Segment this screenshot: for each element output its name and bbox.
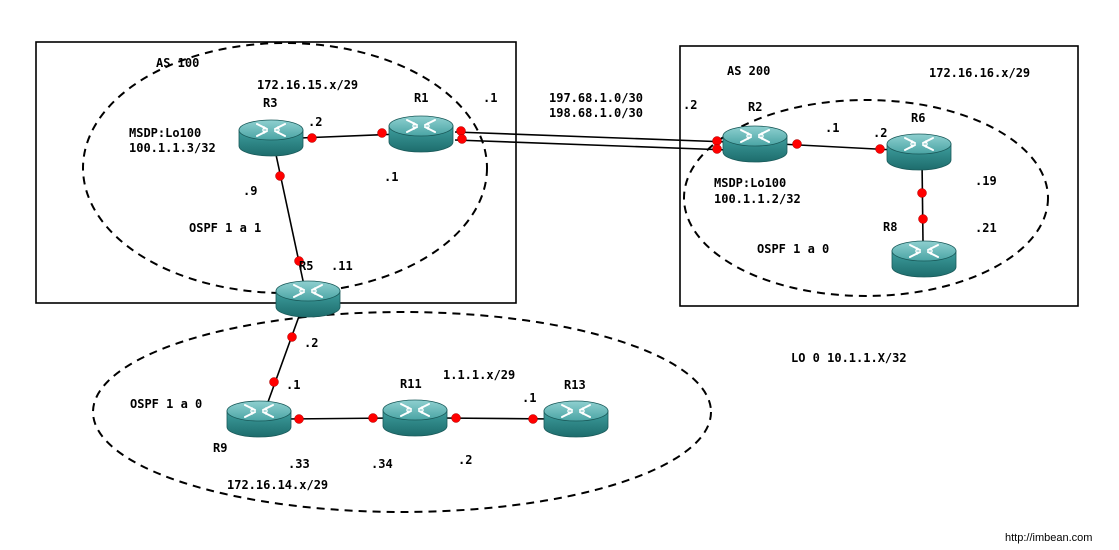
as200-ospf-area <box>683 99 1049 297</box>
as200-label: AS 200 <box>727 64 770 78</box>
host-r3-r1: .2 <box>308 115 322 129</box>
host-r2-wan: .2 <box>683 98 697 112</box>
as100-ospf-area <box>82 42 488 294</box>
intf-r8-r6 <box>918 214 928 224</box>
intf-r1-r3 <box>377 128 387 138</box>
msdp-r3-line1: MSDP:Lo100 <box>129 126 201 140</box>
intf-r9-r11 <box>294 414 304 424</box>
intf-r2-wan-b <box>712 144 722 154</box>
host-r5-r9: .2 <box>304 336 318 350</box>
intf-r1-wan-a <box>456 126 466 136</box>
msdp-r3-line2: 100.1.1.3/32 <box>129 141 216 155</box>
ospf-as100-label: OSPF 1 a 1 <box>189 221 261 235</box>
link-r1-r2-a <box>454 131 729 143</box>
host-r11-r13: .2 <box>458 453 472 467</box>
router-r13-label: R13 <box>564 378 586 392</box>
msdp-r2-line2: 100.1.1.2/32 <box>714 192 801 206</box>
router-r5[interactable] <box>275 280 341 318</box>
intf-r3-r5 <box>275 171 285 181</box>
router-r1[interactable] <box>388 115 454 153</box>
subnet-r9-r11-label: 172.16.14.x/29 <box>227 478 328 492</box>
intf-r11-r9 <box>368 413 378 423</box>
router-r13[interactable] <box>543 400 609 438</box>
router-r6[interactable] <box>886 133 952 171</box>
router-r11-label: R11 <box>400 377 422 391</box>
router-r8-label: R8 <box>883 220 897 234</box>
intf-r9-r5 <box>269 377 279 387</box>
host-r1-wan: .1 <box>483 91 497 105</box>
as100-label: AS 100 <box>156 56 199 70</box>
router-r3[interactable] <box>238 119 304 157</box>
router-r2-label: R2 <box>748 100 762 114</box>
link-r1-r2-b <box>454 139 729 151</box>
bottom-ospf-area <box>92 311 712 513</box>
intf-r11-r13 <box>451 413 461 423</box>
subnet-as200-label: 172.16.16.x/29 <box>929 66 1030 80</box>
router-r3-label: R3 <box>263 96 277 110</box>
intf-r6-r2 <box>875 144 885 154</box>
watermark-url: http://imbean.com <box>1005 532 1092 544</box>
host-r6-r8: .19 <box>975 174 997 188</box>
router-r9-label: R9 <box>213 441 227 455</box>
subnet-as100-label: 172.16.15.x/29 <box>257 78 358 92</box>
subnet-wan-1-label: 197.68.1.0/30 <box>549 91 643 105</box>
intf-r13-r11 <box>528 414 538 424</box>
intf-r2-r6 <box>792 139 802 149</box>
router-r9[interactable] <box>226 400 292 438</box>
link-r6-r8 <box>921 159 924 243</box>
subnet-wan-2-label: 198.68.1.0/30 <box>549 106 643 120</box>
router-r11[interactable] <box>382 399 448 437</box>
host-r2-r6: .1 <box>825 121 839 135</box>
intf-r3-r1 <box>307 133 317 143</box>
intf-r5-r3 <box>294 256 304 266</box>
ospf-bottom-label: OSPF 1 a 0 <box>130 397 202 411</box>
ospf-as200-label: OSPF 1 a 0 <box>757 242 829 256</box>
subnet-r11-r13-label: 1.1.1.x/29 <box>443 368 515 382</box>
intf-r6-r8 <box>917 188 927 198</box>
as200-box <box>679 45 1079 307</box>
router-r5-label: R5 <box>299 259 313 273</box>
host-r11-r9: .34 <box>371 457 393 471</box>
host-r1-inner: .1 <box>384 170 398 184</box>
host-r9-r11: .33 <box>288 457 310 471</box>
intf-r1-wan-b <box>457 134 467 144</box>
msdp-r2-line1: MSDP:Lo100 <box>714 176 786 190</box>
host-r9-r5: .1 <box>286 378 300 392</box>
router-r1-label: R1 <box>414 91 428 105</box>
router-r8[interactable] <box>891 240 957 278</box>
host-r13-r11: .1 <box>522 391 536 405</box>
host-r8-r6: .21 <box>975 221 997 235</box>
router-r6-label: R6 <box>911 111 925 125</box>
router-r2[interactable] <box>722 125 788 163</box>
loopback-label: LO 0 10.1.1.X/32 <box>791 351 907 365</box>
host-r3-r5: .9 <box>243 184 257 198</box>
intf-r2-wan-a <box>712 136 722 146</box>
host-r6-r2: .2 <box>873 126 887 140</box>
host-r5-r3: .11 <box>331 259 353 273</box>
intf-r5-r9 <box>287 332 297 342</box>
